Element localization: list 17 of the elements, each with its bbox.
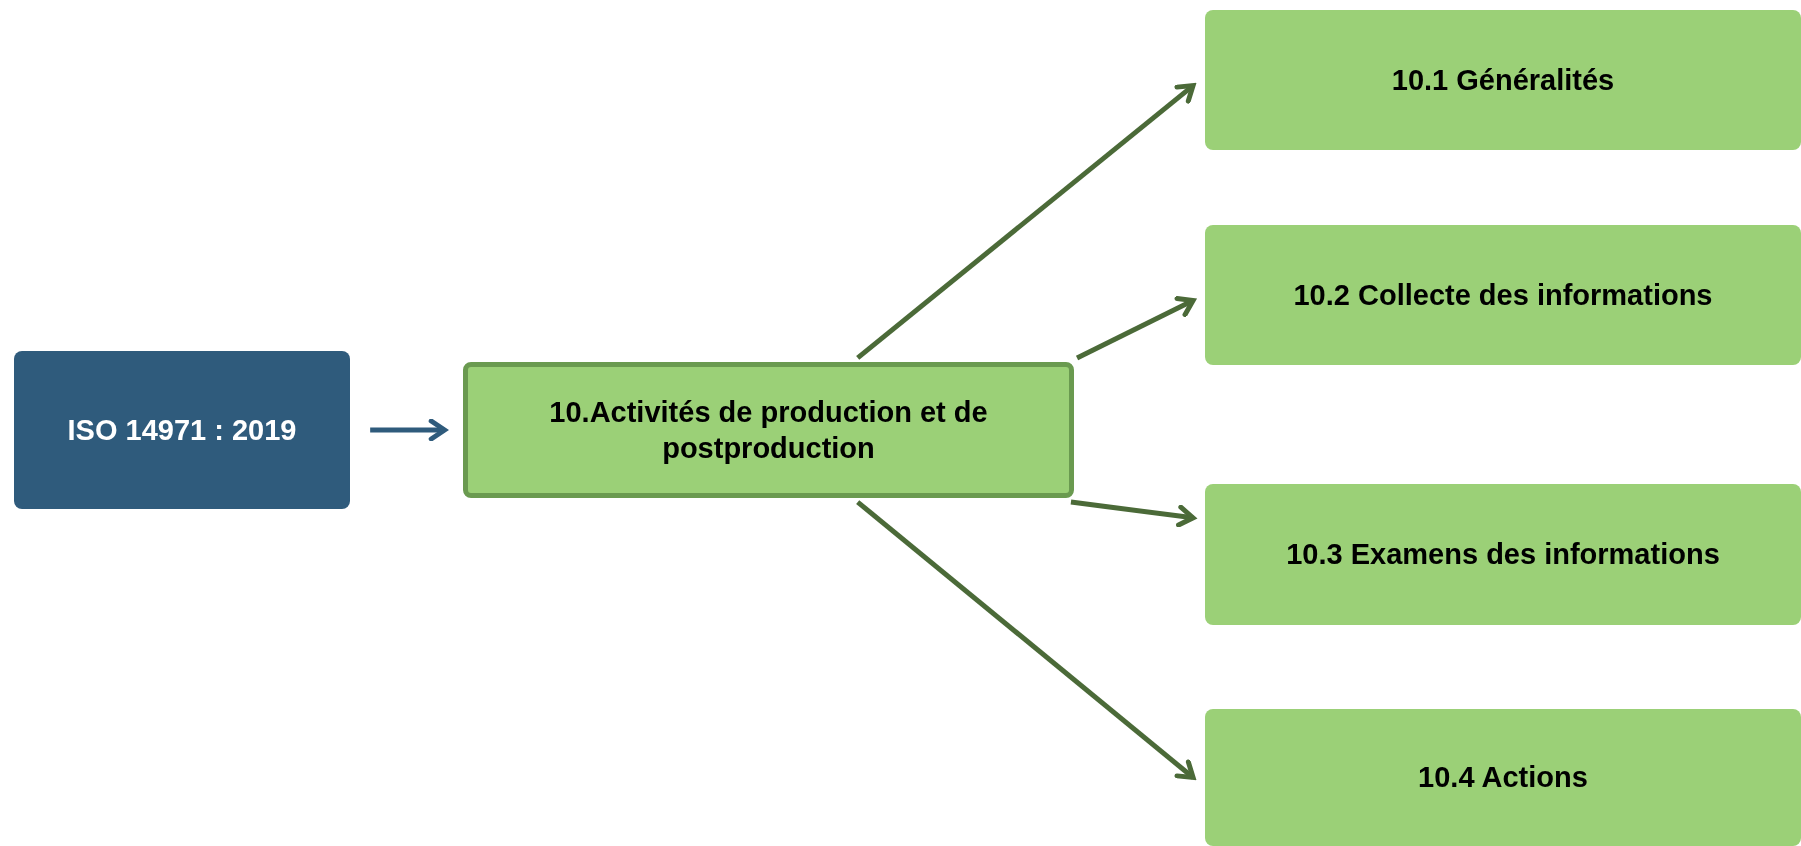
box-label: 10.2 Collecte des informations	[1292, 277, 1714, 313]
arrow	[856, 83, 1196, 360]
process-box	[14, 351, 350, 509]
box-label: 10.3 Examens des informations	[1285, 537, 1721, 573]
arrow	[1070, 499, 1196, 528]
arrow	[856, 500, 1196, 780]
process-box	[463, 362, 1074, 498]
box-label: ISO 14971 : 2019	[66, 412, 298, 448]
process-box	[1205, 225, 1801, 365]
box-label: 10.1 Généralités	[1390, 62, 1616, 98]
box-label: 10.Activités de production et de postproduction	[548, 394, 989, 466]
box-label: 10.4 Actions	[1417, 760, 1589, 796]
arrow	[370, 418, 448, 442]
process-box	[1205, 10, 1801, 150]
arrow	[1075, 296, 1196, 361]
process-box	[1205, 709, 1801, 846]
process-box	[1205, 484, 1801, 625]
